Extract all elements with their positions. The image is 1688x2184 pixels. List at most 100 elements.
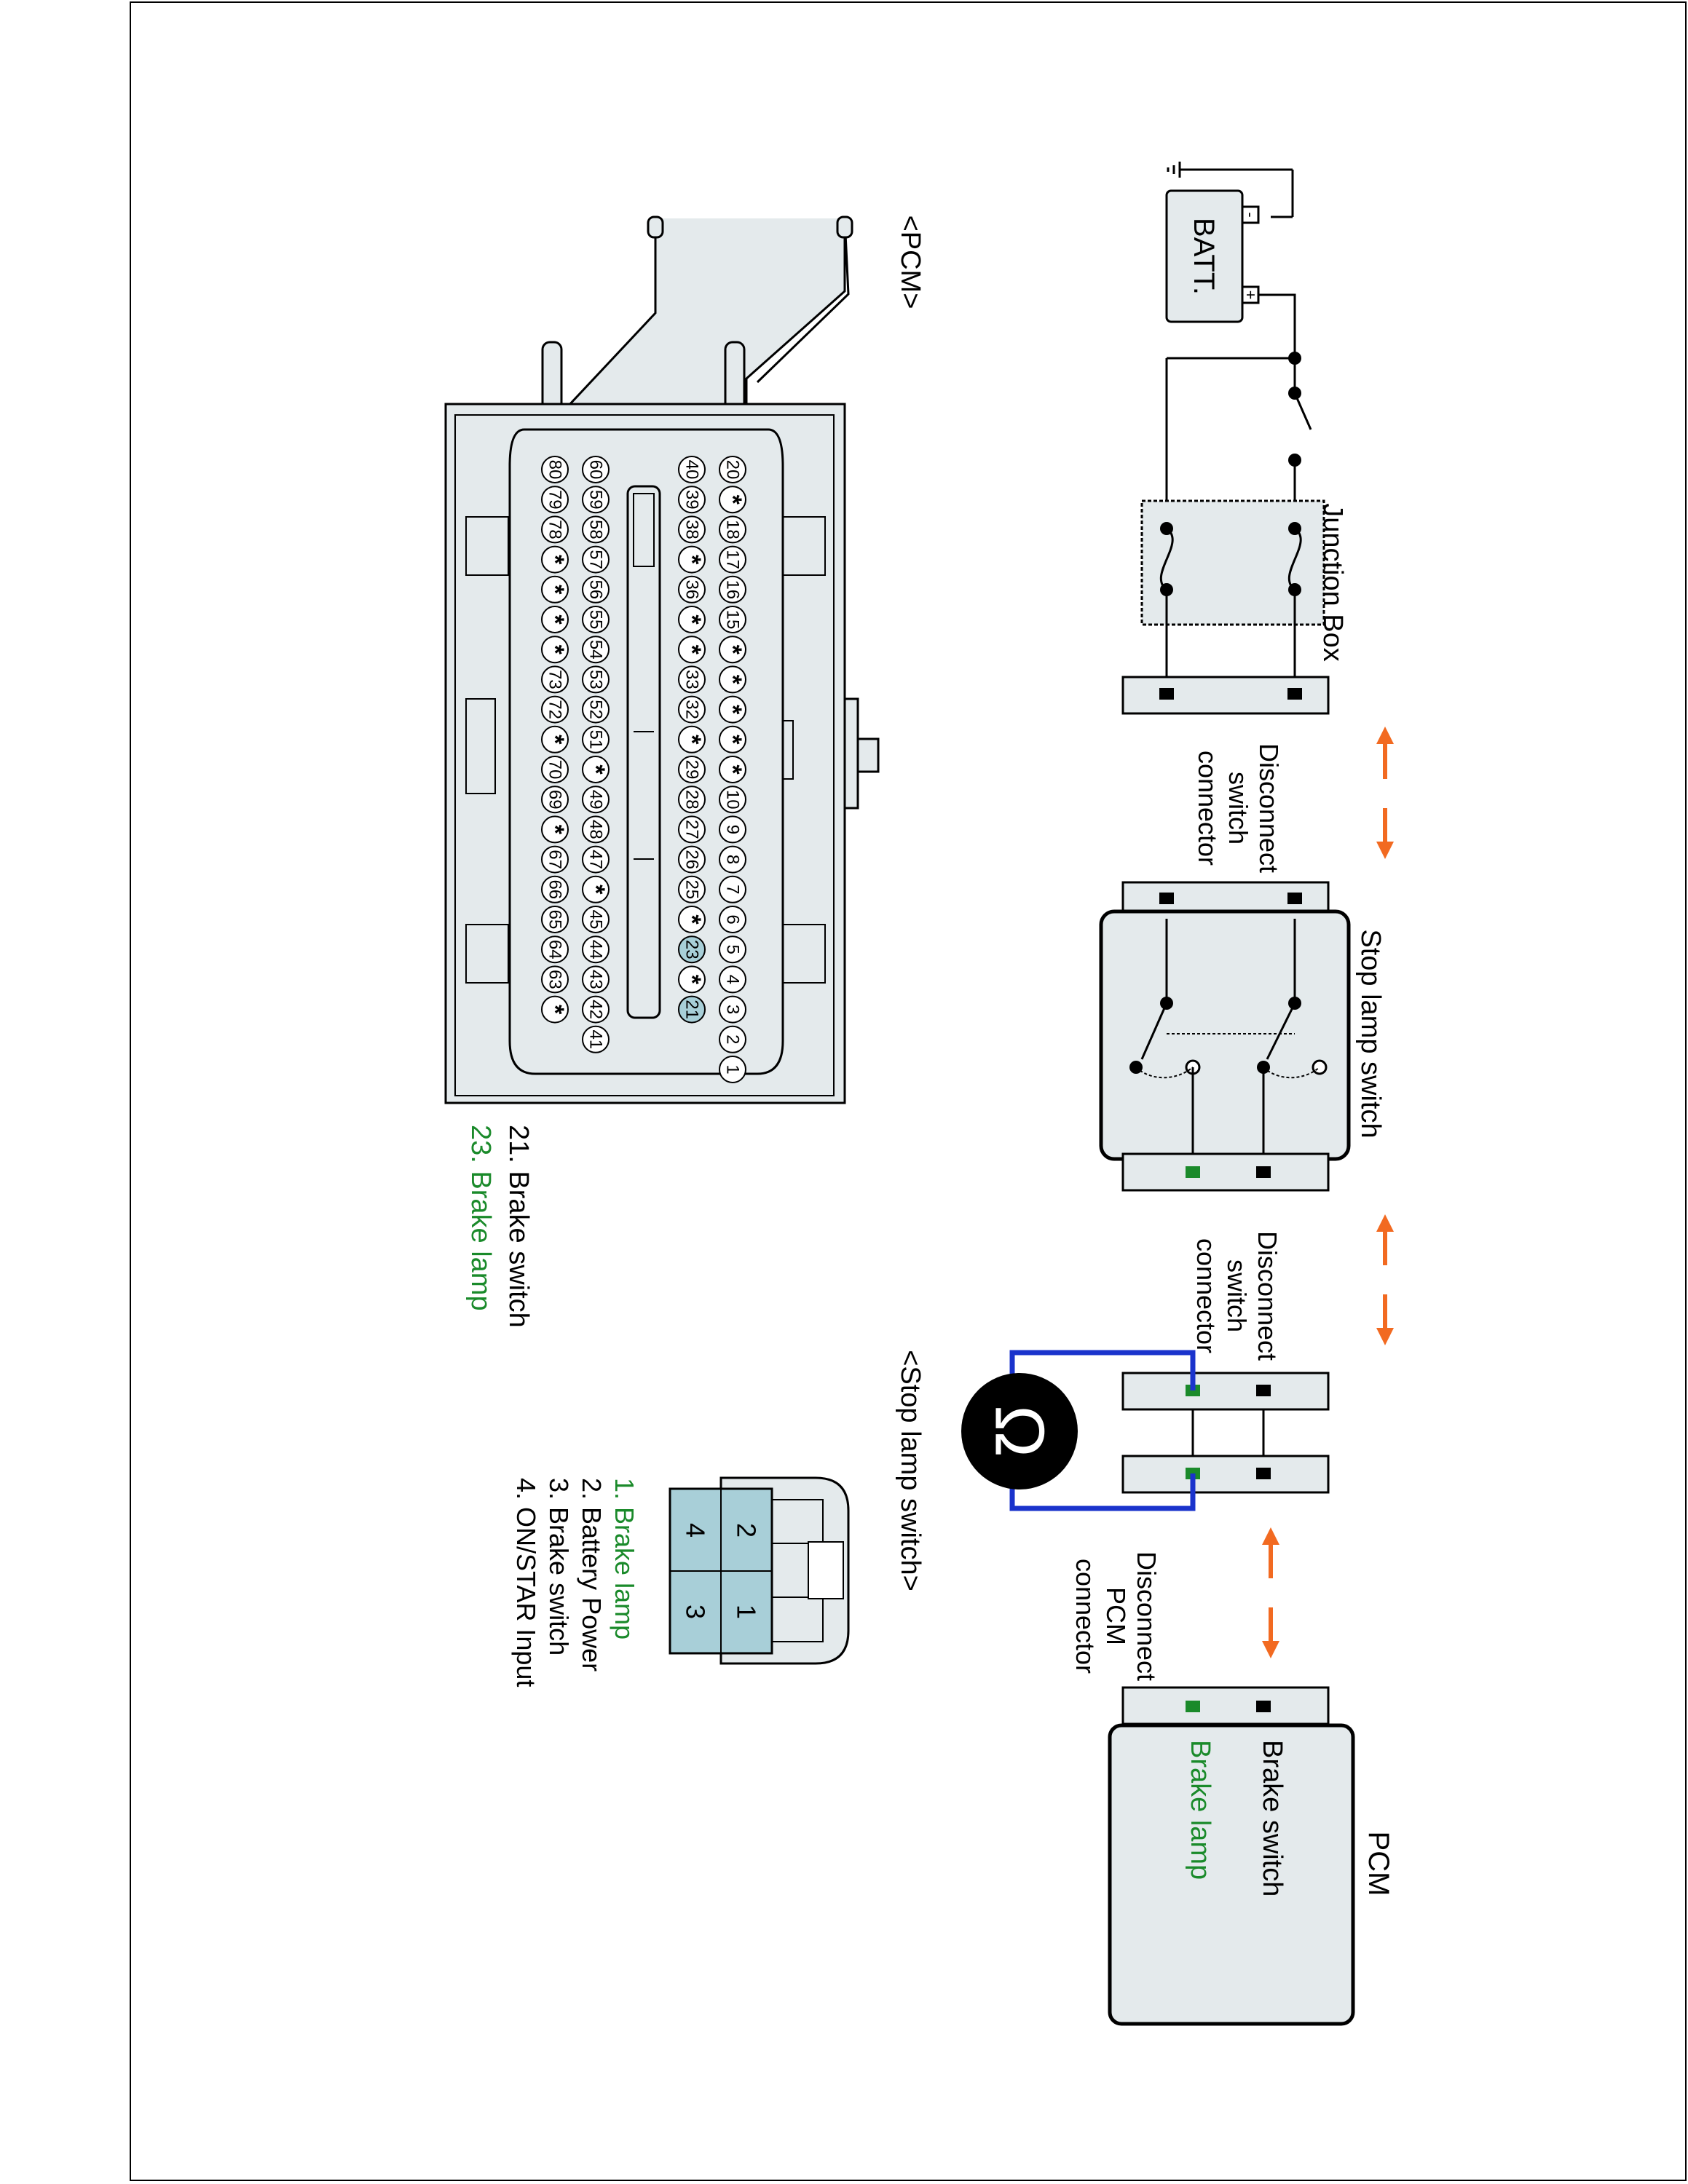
pcm-pin-label: 9 [723, 825, 743, 834]
pcm-pin: * [678, 545, 706, 574]
pcm-pin-circle [678, 935, 706, 964]
pcm-pin: * [582, 756, 610, 783]
pcm-pin: 52 [582, 695, 610, 724]
pcm-pin: * [541, 725, 569, 753]
pcm-pin-label: 10 [723, 790, 743, 810]
pcm-pin-circle [719, 695, 746, 724]
pcm-pin: 55 [582, 606, 610, 633]
pcm-pin-label: 65 [545, 910, 565, 930]
pcm-pin: 59 [582, 486, 610, 514]
pcm-pin: 5 [719, 935, 746, 964]
pcm-pin-circle [678, 786, 706, 814]
pcm-pin: 42 [582, 995, 610, 1024]
pcm-pin-label: 4 [723, 975, 743, 984]
pcm-pin: 4 [719, 965, 746, 994]
pcm-pin-label: 60 [586, 460, 606, 480]
pcm-pin-label: 40 [682, 460, 702, 480]
ohmmeter-symbol: Ω [981, 1405, 1059, 1457]
pcm-pin: 33 [678, 665, 706, 694]
pcm-pin: 43 [582, 965, 610, 994]
disconnect-2-line-1: Disconnect [1253, 1231, 1282, 1361]
pcm-pin-label: * [541, 555, 569, 565]
disconnect-switch-connector-2: Disconnect switch connector [1191, 1214, 1394, 1361]
pcm-pin-label: 28 [682, 790, 702, 810]
pcm-pin-label: 73 [545, 670, 565, 689]
pcm-brake-switch: Brake switch [1257, 1740, 1287, 1896]
battery-minus: - [1242, 212, 1260, 217]
pcm-pin-label: 33 [682, 670, 702, 689]
pcm-pin: 27 [678, 815, 706, 844]
pcm-pin-circle [582, 906, 610, 933]
pcm-pin-circle [541, 995, 569, 1024]
pcm-pin-label: 38 [682, 520, 702, 539]
pcm-pin: 72 [541, 695, 569, 724]
pcm-pin: 1 [719, 1056, 746, 1083]
pcm-pin: * [719, 695, 746, 724]
pcm-pin: 40 [678, 456, 706, 483]
pcm-pin-circle [541, 545, 569, 574]
battery-plus: + [1242, 290, 1260, 300]
pcm-pin-circle [582, 1025, 610, 1053]
pcm-pin-circle [541, 636, 569, 664]
pcm-pin-label: * [582, 764, 610, 775]
pcm-pin-label: * [719, 735, 746, 745]
pcm-pin-label: 78 [545, 520, 565, 539]
pcm-pin-label: 54 [586, 640, 606, 660]
pcm-pin-circle [582, 515, 610, 544]
pcm-pin: * [678, 906, 706, 933]
pcm-pin-circle [582, 665, 610, 694]
disconnect-1-line-2: switch [1223, 772, 1253, 844]
pcm-pin-circle [678, 456, 706, 483]
pcm-pin-circle [719, 906, 746, 933]
pcm-pin-circle [678, 725, 706, 753]
pcm-pin-circle [582, 935, 610, 964]
pcm-pin-circle [541, 665, 569, 694]
pcm-pin: 3 [719, 995, 746, 1024]
stop-lamp-legend-1: 1. Brake lamp [610, 1478, 639, 1639]
pcm-pin: 64 [541, 935, 569, 964]
power-nodes [1288, 352, 1301, 467]
pcm-pin-circle [719, 1025, 746, 1053]
pcm-pin-label: 48 [586, 820, 606, 839]
pcm-pin-label: 18 [723, 520, 743, 539]
pcm-legend-21: 21. Brake switch [503, 1125, 534, 1328]
pcm-pin-circle [582, 845, 610, 874]
pcm-pin-label: * [541, 614, 569, 625]
pcm-pin: * [541, 815, 569, 844]
ground-icon [1167, 162, 1294, 218]
pcm-pin: * [678, 606, 706, 633]
pcm-pin-label: * [541, 1005, 569, 1015]
pcm-pin: 44 [582, 935, 610, 964]
pcm-pin-circle [582, 545, 610, 574]
pcm-pin-label: 6 [723, 914, 743, 924]
pcm-pin-label: 47 [586, 850, 606, 869]
pcm-pin: 7 [719, 875, 746, 903]
pcm-pin-label: * [678, 555, 706, 565]
pcm-pin-circle [582, 486, 610, 514]
pcm-pin-circle [541, 786, 569, 814]
pcm-pin: * [719, 486, 746, 514]
pcm-pin-label: * [719, 495, 746, 505]
pcm-pin: 79 [541, 486, 569, 514]
power-wiring [1165, 293, 1312, 529]
pcm-pin-circle [719, 606, 746, 633]
pcm-pin-label: 58 [586, 520, 606, 539]
pcm-pin-circle [582, 725, 610, 753]
battery-label: BATT. [1188, 218, 1220, 295]
ohmmeter-test: Ω [961, 1350, 1330, 1511]
pcm-pin-label: 29 [682, 760, 702, 780]
pcm-pin-label: * [678, 645, 706, 655]
pcm-pin-label: 43 [586, 970, 606, 989]
stop-lamp-pin-4: 4 [681, 1523, 711, 1538]
pcm-pin: 28 [678, 786, 706, 814]
pcm-pin-label: 41 [586, 1029, 606, 1049]
pcm-pin: 67 [541, 845, 569, 874]
pcm-pin: 23 [678, 935, 706, 964]
pcm-pin: 9 [719, 815, 746, 844]
pcm-pin-circle [541, 965, 569, 994]
disconnect-1-line-3: connector [1193, 751, 1223, 866]
disconnect-2-line-3: connector [1191, 1238, 1221, 1353]
pcm-pin-circle [678, 606, 706, 633]
disconnect-pcm-connector: Disconnect PCM connector [1070, 1527, 1279, 1681]
pcm-pin-label: 5 [723, 945, 743, 954]
